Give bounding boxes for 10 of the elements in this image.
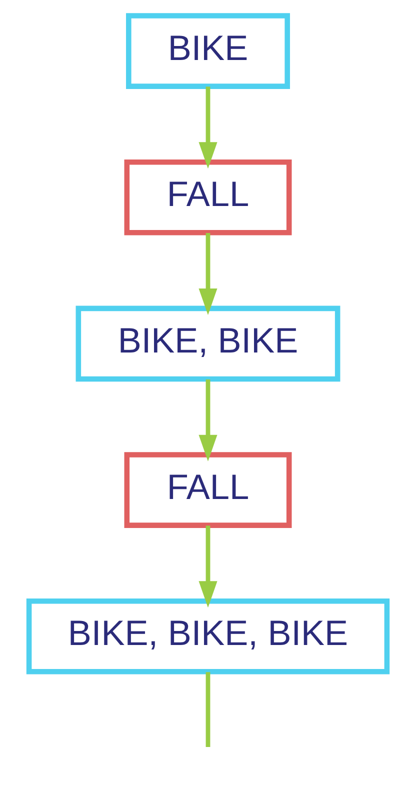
node-box: BIKE, BIKE, BIKE [26,598,390,674]
connector [206,672,210,748]
node-box: BIKE, BIKE [76,306,340,382]
node-box: FALL [124,452,292,528]
arrow [198,379,218,462]
arrow [198,86,218,169]
arrow [198,232,218,316]
node-box: FALL [124,159,292,236]
node-box: BIKE [126,13,290,89]
arrow [198,526,218,608]
